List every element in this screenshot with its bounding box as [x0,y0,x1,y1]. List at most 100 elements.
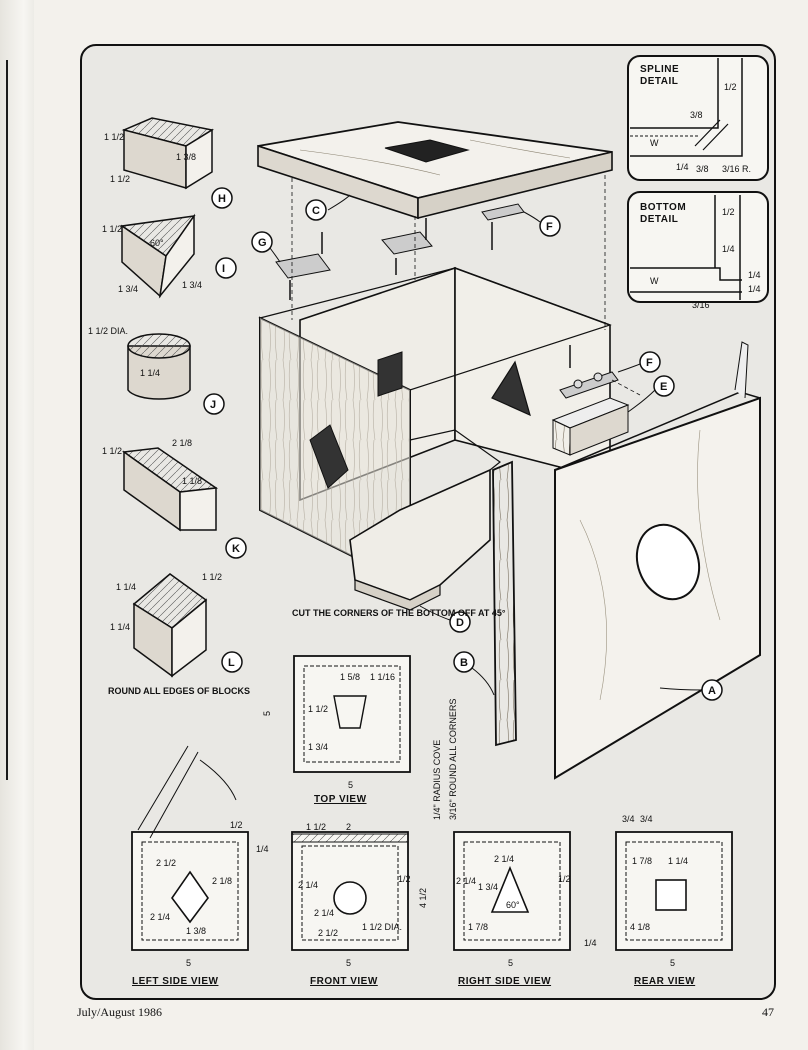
spline-dim-1: 1/2 [724,82,737,92]
front-view-dim-2: 2 [346,822,351,832]
left-view-dim-4: 2 1/8 [212,876,232,886]
right-view-dim-6: 1/4 [584,938,597,948]
block-j-label: J [210,399,216,411]
block-i-dim-4: 1 3/4 [182,280,202,290]
callout-d: D [419,605,471,633]
block-i-dim-3: 1 3/4 [118,284,138,294]
footer-page-number: 47 [762,1005,774,1019]
rear-view-dim-5: 4 1/8 [630,922,650,932]
left-view-dim-6: 1 3/8 [186,926,206,936]
block-k: 2 1/8 1 1/2 1 1/8 K [102,438,247,559]
binding-rule [6,60,8,780]
box-body [258,266,612,611]
callout-e: E [627,375,675,413]
block-l: 1 1/4 1 1/2 1 1/4 L [110,572,243,678]
front-view-dim-5: 1 1/2 DIA. [362,922,402,932]
hinge-part-f-lower [559,371,619,399]
rear-view: 3/4 3/4 1 7/8 1 1/4 4 1/8 5 REAR VIEW [615,814,733,987]
right-view-dim-5: 1/2 [558,874,571,884]
block-h-dim-2: 1 3/8 [176,152,196,162]
callout-e-text: E [660,381,667,393]
block-part-e [551,397,630,456]
bottom-w: W [650,276,659,286]
bottom-title-2: DETAIL [640,214,678,225]
spline-dim-3: 1/4 [676,162,689,172]
right-view-dim-7: 2 1/4 [456,876,476,886]
block-k-dim-2: 1 1/2 [102,446,122,456]
block-l-label: L [228,657,235,669]
lid-part-c [257,121,613,220]
top-view-dim-3: 1 1/2 [308,704,328,714]
bottom-dim-1: 1/2 [722,207,735,217]
front-view-title: FRONT VIEW [310,976,378,987]
front-view-width: 5 [346,958,351,968]
left-view-dim-2: 1/4 [256,844,269,854]
top-view-dim-2: 1 1/16 [370,672,395,682]
block-h-dim-3: 1 1/2 [110,174,130,184]
front-view-dim-4: 2 1/4 [314,908,334,918]
rear-view-dim-4: 1 1/4 [668,856,688,866]
left-view-title: LEFT SIDE VIEW [132,976,219,987]
callout-a-text: A [708,685,716,697]
spline-dim-2: 3/8 [690,110,703,120]
block-k-label: K [232,543,240,555]
callout-f-lower-text: F [646,357,653,369]
rear-view-title: REAR VIEW [634,976,695,987]
front-view: 1 1/2 2 2 1/4 2 1/4 1 1/2 DIA. 2 1/2 1/2… [291,822,428,987]
right-view-dim-4: 1 7/8 [468,922,488,932]
block-i-dim-1: 1 1/2 [102,224,122,234]
front-view-dim-6: 2 1/2 [318,928,338,938]
front-view-dim-7: 1/2 [398,874,411,884]
left-side-view: 1/2 1/4 2 1/2 2 1/8 2 1/4 1 3/8 5 LEFT S… [131,745,269,987]
note-corners: CUT THE CORNERS OF THE BOTTOM OFF AT 45° [292,608,506,618]
top-view-dim-4: 1 3/4 [308,742,328,752]
block-h: 1 1/2 1 3/8 1 1/2 H [104,117,233,209]
right-view-dim-1: 2 1/4 [494,854,514,864]
callout-c: C [305,194,351,221]
page-binding-edge [0,0,34,1050]
callout-f-upper: F [523,211,561,237]
front-view-height: 4 1/2 [418,888,428,908]
callout-f-upper-text: F [546,221,553,233]
top-view-dim-1: 1 5/8 [340,672,360,682]
note-cove-2: 3/16" ROUND ALL CORNERS [448,699,458,820]
bottom-detail: BOTTOM DETAIL 1/2 1/4 1/4 1/4 3/16 W [627,191,769,310]
callout-c-text: C [312,205,320,217]
hinge-part-f-upper [481,203,525,250]
callout-b: B [453,651,495,696]
block-h-label: H [218,193,226,205]
bottom-dim-3: 1/4 [748,270,761,280]
block-k-dim-3: 1 1/8 [182,476,202,486]
rear-view-dim-1: 3/4 [622,814,635,824]
bottom-dim-5: 3/16 [692,300,710,310]
spline-title-1: SPLINE [640,64,679,75]
block-j: 1 1/2 DIA. 1 1/4 J [88,326,225,415]
right-side-view: 2 1/4 1 3/4 60° 1 7/8 1/2 1/4 2 1/4 5 RI… [453,831,597,987]
right-view-width: 5 [508,958,513,968]
front-view-dim-3: 2 1/4 [298,880,318,890]
bottom-title-1: BOTTOM [640,202,686,213]
left-view-dim-1: 1/2 [230,820,243,830]
rear-view-dim-3: 1 7/8 [632,856,652,866]
right-view-title: RIGHT SIDE VIEW [458,976,551,987]
top-view-height: 5 [262,711,272,716]
spline-dim-5: 3/16 R. [722,164,751,174]
rear-view-width: 5 [670,958,675,968]
left-view-dim-3: 2 1/2 [156,858,176,868]
top-view-title: TOP VIEW [314,794,367,805]
callout-g-text: G [258,237,267,249]
hinge-part-g [275,218,571,368]
callout-f-lower: F [617,351,661,373]
rear-view-dim-2: 3/4 [640,814,653,824]
callout-d-text: D [456,617,464,629]
top-view-width: 5 [348,780,353,790]
front-view-dim-1: 1 1/2 [306,822,326,832]
block-l-dim-1: 1 1/4 [116,582,136,592]
block-l-dim-2: 1 1/2 [202,572,222,582]
footer-issue: July/August 1986 [77,1005,163,1019]
block-i-dim-2: 60° [150,238,164,248]
spline-detail: SPLINE DETAIL 1/2 3/8 1/4 3/8 3/16 R. W [627,55,769,181]
block-l-dim-3: 1 1/4 [110,622,130,632]
right-view-dim-3: 60° [506,900,520,910]
